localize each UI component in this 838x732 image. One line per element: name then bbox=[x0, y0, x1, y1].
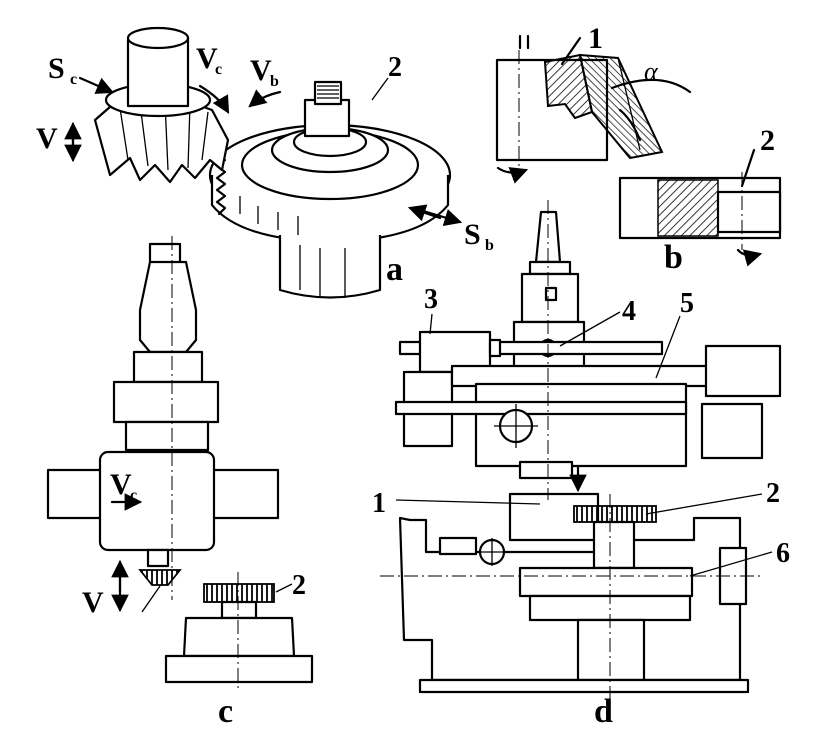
label-vc-sub-c: c bbox=[130, 487, 137, 504]
label-2: 2 bbox=[766, 478, 780, 509]
workpiece-gear-a bbox=[208, 80, 452, 299]
label-sb-sub: b bbox=[485, 237, 494, 254]
label-6: 6 bbox=[776, 538, 790, 569]
panel-letter-d: d bbox=[594, 693, 613, 730]
label-vc-c: V bbox=[110, 468, 132, 501]
panel-letter-b: b bbox=[664, 239, 683, 276]
label-4: 4 bbox=[622, 296, 636, 327]
cutter-a bbox=[93, 26, 230, 184]
label-vb: V bbox=[250, 54, 272, 87]
label-alpha: α bbox=[644, 57, 659, 86]
label-vc: V bbox=[196, 42, 218, 75]
label-5: 5 bbox=[680, 288, 694, 319]
label-vc-sub: c bbox=[215, 61, 222, 78]
label-vb-sub: b bbox=[270, 73, 279, 90]
label-sc: S bbox=[48, 52, 65, 85]
label-part2-b: 2 bbox=[760, 124, 775, 157]
label-sb: S bbox=[464, 218, 481, 251]
label-v-a: V bbox=[36, 122, 58, 155]
label-part2-c: 2 bbox=[292, 570, 306, 601]
label-v-c: V bbox=[82, 586, 104, 619]
panel-d: 3 4 5 1 2 6 d bbox=[372, 200, 790, 730]
panel-b: 1 α 2 b bbox=[495, 22, 782, 276]
panel-letter-a: a bbox=[386, 251, 403, 288]
label-part2-a: 2 bbox=[388, 52, 402, 83]
label-sc-sub: c bbox=[70, 71, 77, 88]
panel-letter-c: c bbox=[218, 693, 233, 730]
label-part1-b: 1 bbox=[588, 22, 603, 55]
panel-a: S c V c V b V 2 S b a bbox=[36, 26, 494, 299]
label-1: 1 bbox=[372, 488, 386, 519]
panel-c: V c V 2 c bbox=[46, 236, 314, 730]
label-3: 3 bbox=[424, 284, 438, 315]
